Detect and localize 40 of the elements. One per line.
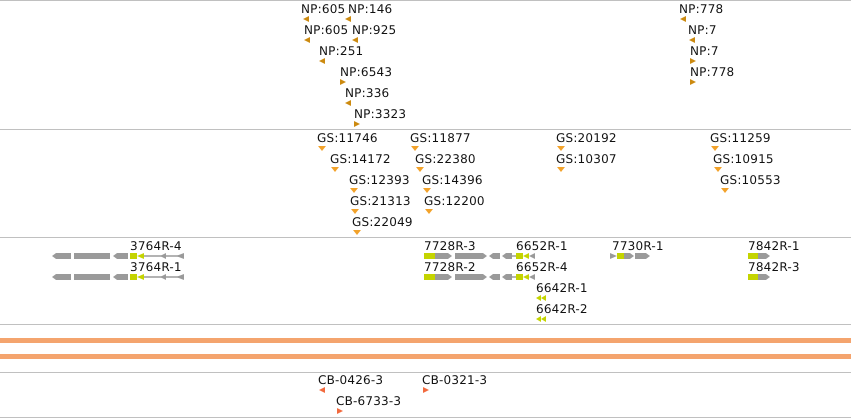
feature-label: NP:3323 xyxy=(354,107,406,121)
feature-label: 7728R-3 xyxy=(424,239,476,253)
feature-label: NP:605 xyxy=(304,23,348,37)
feature-label: NP:7 xyxy=(690,44,719,58)
feature-label: NP:925 xyxy=(352,23,396,37)
feature-label: NP:146 xyxy=(348,2,392,16)
feature-label: 7842R-1 xyxy=(748,239,800,253)
feature-label: GS:12393 xyxy=(349,173,410,187)
feature-label: GS:11877 xyxy=(410,131,471,145)
feature-label: CB-6733-3 xyxy=(336,394,402,408)
feature-label: 6652R-4 xyxy=(516,260,568,274)
feature-label: 7728R-2 xyxy=(424,260,476,274)
feature-label: NP:7 xyxy=(688,23,717,37)
feature-label: GS:22049 xyxy=(352,215,413,229)
feature-label: NP:778 xyxy=(690,65,734,79)
feature-label: NP:605 xyxy=(301,2,346,16)
feature-label: 3764R-4 xyxy=(130,239,182,253)
feature-label: GS:11259 xyxy=(710,131,771,145)
feature-label: GS:14396 xyxy=(422,173,483,187)
feature-label: NP:778 xyxy=(679,2,724,16)
feature-label: GS:20192 xyxy=(556,131,617,145)
feature-label: 7842R-3 xyxy=(748,260,800,274)
feature-label: GS:10307 xyxy=(556,152,617,166)
feature-label: NP:6543 xyxy=(340,65,392,79)
feature-label: 3764R-1 xyxy=(130,260,182,274)
feature-label: GS:21313 xyxy=(350,194,411,208)
feature-label: 6652R-1 xyxy=(516,239,568,253)
feature-label: 6642R-2 xyxy=(536,302,588,316)
feature-label: GS:10915 xyxy=(713,152,774,166)
feature-label: NP:336 xyxy=(345,86,390,100)
feature-label: GS:12200 xyxy=(424,194,485,208)
feature-label: CB-0426-3 xyxy=(318,373,384,387)
feature-label: GS:11746 xyxy=(317,131,378,145)
feature-label: GS:10553 xyxy=(720,173,781,187)
feature-label: 7730R-1 xyxy=(612,239,664,253)
feature-label: NP:251 xyxy=(319,44,364,58)
feature-label: CB-0321-3 xyxy=(422,373,488,387)
feature-label: GS:14172 xyxy=(330,152,391,166)
feature-label: 6642R-1 xyxy=(536,281,588,295)
feature-label: GS:22380 xyxy=(415,152,476,166)
